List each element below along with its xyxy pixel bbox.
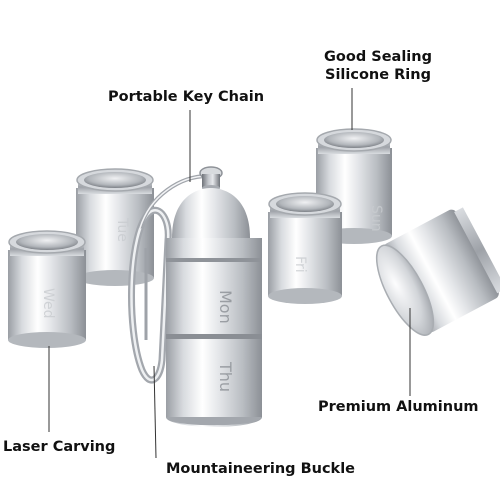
- leader-buckle: [153, 365, 157, 459]
- engraving-thu: Thu: [216, 361, 235, 392]
- engraving-sun: Sun: [368, 205, 384, 232]
- key-ring: [138, 174, 209, 229]
- wed-cup: Wed: [8, 230, 86, 348]
- label-sealing-line1: Good Sealing: [324, 49, 432, 65]
- label-premium-aluminum: Premium Aluminum: [318, 399, 479, 415]
- label-mountaineering-buckle: Mountaineering Buckle: [166, 461, 356, 477]
- label-sealing-line2: Silicone Ring: [325, 67, 431, 83]
- engraving-fri: Fri: [292, 256, 308, 273]
- label-good-sealing: Good Sealing Silicone Ring: [324, 48, 432, 84]
- engraving-wed: Wed: [40, 288, 56, 319]
- carabiner: [128, 206, 172, 384]
- engraving-tue: Tue: [114, 217, 130, 242]
- leader-lines: [48, 88, 411, 459]
- main-cylinder: Mon Thu: [166, 166, 262, 427]
- closed-cap: [375, 207, 500, 336]
- sun-cup: Sun: [316, 128, 392, 244]
- label-portable-key-chain: Portable Key Chain: [108, 89, 265, 105]
- label-laser-carving: Laser Carving: [3, 439, 116, 455]
- fri-cup: Fri: [268, 192, 342, 304]
- engraving-mon: Mon: [216, 290, 235, 324]
